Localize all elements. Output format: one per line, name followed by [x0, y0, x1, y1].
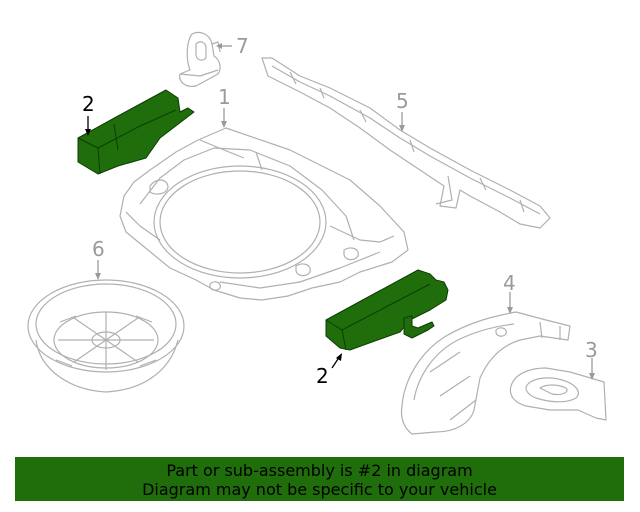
part-7-bracket — [179, 31, 221, 87]
callout-5: 5 — [396, 89, 409, 113]
part-6-spare-tub — [27, 279, 185, 393]
callout-2-lower: 2 — [316, 364, 329, 388]
callout-3: 3 — [585, 338, 598, 362]
banner-line-2: Diagram may not be specific to your vehi… — [142, 480, 497, 499]
callout-2-upper: 2 — [82, 92, 95, 116]
part-2-highlight-lower — [325, 269, 449, 351]
banner-line-1: Part or sub-assembly is #2 in diagram — [166, 461, 473, 480]
part-3-bracket — [509, 367, 607, 421]
part-4-wheelhouse — [400, 311, 571, 435]
callout-7: 7 — [236, 34, 249, 58]
callout-1: 1 — [218, 85, 231, 109]
part-1-floor-pan — [119, 127, 409, 301]
part-5-cross-member — [261, 57, 551, 229]
callout-6: 6 — [92, 237, 105, 261]
info-banner: Part or sub-assembly is #2 in diagram Di… — [15, 457, 624, 501]
callout-4: 4 — [503, 271, 516, 295]
part-2-highlight-upper — [77, 89, 195, 175]
